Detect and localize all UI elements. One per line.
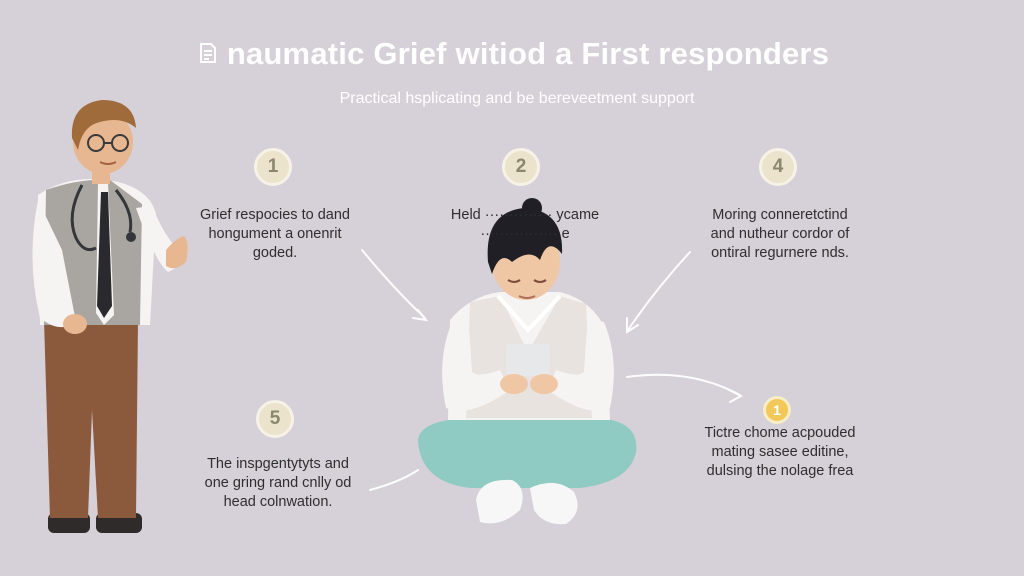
step-text-2: Held ·············· ycame ··············… [450, 207, 600, 242]
arrow-icon [626, 373, 741, 396]
title-logo-icon [199, 43, 216, 63]
step-text-1: Grief respocies to dand hongument a onen… [200, 207, 350, 261]
doctor-figure-icon [32, 100, 188, 533]
step-text-5: The inspgentytyts and one gring rand cnl… [204, 456, 352, 510]
step-badge-1: 1 [254, 148, 292, 186]
page-subtitle: Practical hsplicating and be bereveetmen… [339, 90, 695, 107]
page-title: naumatic Grief witiod a First responders [0, 36, 1024, 72]
arrow-icon [369, 469, 419, 491]
step-badge-4: 4 [759, 148, 797, 186]
step-badge-5: 5 [256, 400, 294, 438]
step-text-4: Moring conneretctind and nutheur cordor … [710, 207, 850, 261]
step-badge-6: 1 [763, 396, 791, 424]
arrow-icon [361, 249, 426, 319]
step-badge-2: 2 [502, 148, 540, 186]
arrow-icon [412, 309, 429, 322]
arrow-icon [728, 389, 744, 403]
step-text-6: Tictre chome acpouded mating sasee editi… [704, 425, 856, 479]
arrow-icon [627, 251, 691, 331]
sitting-person-figure-icon [418, 198, 637, 525]
arrow-icon [626, 317, 639, 334]
title-text: naumatic Grief witiod a First responders [226, 36, 830, 71]
